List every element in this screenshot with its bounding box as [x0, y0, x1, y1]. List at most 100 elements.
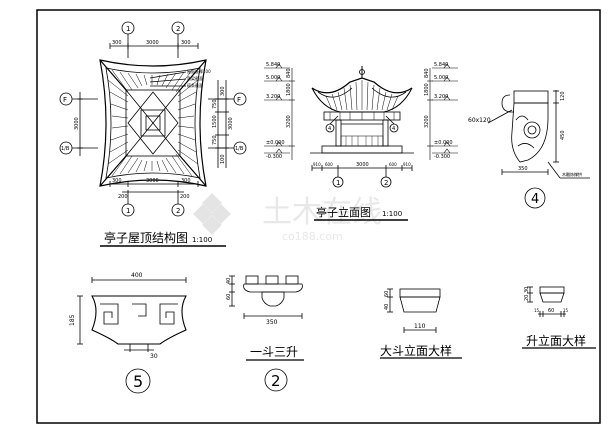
detail-4-width: 350 — [518, 166, 528, 172]
detail-4-section: 60x120 — [468, 117, 491, 124]
dim-top-left: 300 — [112, 40, 122, 46]
dadou-h1: 60 — [384, 291, 390, 297]
detail-4 — [487, 90, 590, 209]
detail-5-text: 400 185 30 5 — [69, 272, 158, 391]
lv-top-left: 5.840 — [266, 62, 280, 68]
dadou-detail — [380, 288, 462, 359]
axis-2-top: 2 — [176, 25, 180, 33]
dim-h3-right: 3200 — [424, 115, 430, 128]
lv-5-right: -0.300 — [434, 154, 450, 160]
callout-4-left: 4 — [328, 126, 331, 132]
detail-5 — [77, 277, 187, 394]
axis-1b-right: 1/B — [235, 146, 244, 152]
dim-h2-right: 1800 — [424, 83, 430, 96]
dim-bottom-right: 300 — [181, 178, 191, 184]
dim-h1-right: 840 — [424, 68, 430, 78]
roof-plan — [59, 21, 247, 247]
dim-h1-left: 840 — [286, 68, 292, 78]
axis-1-bottom: 1 — [126, 207, 130, 215]
dim-h2-left: 1800 — [286, 83, 292, 96]
detail-4-text: 60x120 350 120 450 木雕饰撑拱 4 — [468, 91, 582, 207]
roof-plan-text: 1 2 1 2 F 1/B F 1/B 300 3000 300 300 300… — [61, 25, 244, 245]
axis-1-top: 1 — [126, 25, 130, 33]
dadou-h2: 40 — [384, 304, 390, 310]
dim-w5: 910 — [403, 162, 411, 167]
elevation-scale: 1:100 — [382, 210, 402, 218]
dim-right-d: 300 — [220, 86, 226, 96]
axis-1b-left: 1/B — [61, 146, 70, 152]
lv-3-left: 3.200 — [266, 94, 280, 100]
detail-4-h1: 120 — [560, 91, 566, 101]
axis-1-elev: 1 — [336, 179, 340, 187]
sheng-w3: 15 — [563, 308, 569, 313]
axis-f-right: F — [237, 96, 241, 104]
elevation — [264, 63, 458, 221]
sheng-h2: 20 — [524, 295, 530, 301]
dim-w2: 600 — [325, 162, 333, 167]
dim-w3: 3000 — [356, 162, 369, 168]
sheng-detail — [522, 286, 596, 349]
note-roof-board: 屋面板厚100 — [187, 68, 211, 74]
dim-right-c: 750 — [212, 135, 218, 145]
dim-w1: 910 — [313, 162, 321, 167]
roof-plan-title: 亭子屋顶结构图 — [104, 230, 188, 245]
watermark: 土木在线 co188.com — [193, 193, 382, 243]
note-hip-beam: 角梁截面 — [187, 75, 203, 81]
dim-bottom-left: 300 — [112, 178, 122, 184]
detail-5-label: 5 — [133, 372, 143, 391]
dim-w4: 600 — [389, 162, 397, 167]
dim-bottom-small-right: 200 — [180, 194, 190, 200]
lv-2-left: 5.000 — [266, 75, 280, 81]
lv-4-left: ±0.000 — [266, 140, 285, 146]
detail-5-height: 185 — [69, 314, 76, 326]
detail-4-label: 4 — [531, 192, 539, 207]
lv-2-right: 5.000 — [434, 75, 448, 81]
yidou-width: 350 — [266, 319, 278, 326]
yidou-text: 40 60 350 一斗三升 2 — [226, 278, 298, 390]
note-purlin: 檩条截面 — [187, 82, 203, 88]
elevation-text: 5.840 5.000 3.200 ±0.000 -0.300 5.840 5.… — [266, 62, 453, 219]
sheng-title: 升立面大样 — [526, 333, 586, 348]
lv-5-left: -0.300 — [266, 154, 282, 160]
axis-2-bottom: 2 — [176, 207, 180, 215]
detail-5-width: 400 — [131, 272, 143, 279]
sheng-h1: 30 — [524, 287, 530, 293]
dim-right-a: 750 — [212, 99, 218, 109]
dim-right-e: 100 — [220, 154, 226, 164]
watermark-main: 土木在线 — [262, 195, 382, 230]
detail-4-h2: 450 — [560, 130, 566, 140]
dim-right-side: 3000 — [228, 117, 234, 130]
sheng-text: 30 20 15 60 15 升立面大样 — [524, 287, 586, 348]
callout-4-right: 4 — [392, 126, 395, 132]
axis-2-elev: 2 — [384, 179, 388, 187]
dim-top-right: 300 — [181, 40, 191, 46]
lv-3-right: 3.200 — [434, 94, 448, 100]
dim-left-side: 3000 — [74, 117, 80, 130]
dim-bottom-small-left: 200 — [118, 194, 128, 200]
detail-2-label: 2 — [271, 372, 281, 390]
sheng-w1: 15 — [534, 308, 540, 313]
detail-5-bottom: 30 — [150, 353, 158, 360]
detail-4-note: 木雕饰撑拱 — [562, 171, 582, 177]
elevation-title: 亭子立面图 — [316, 205, 371, 219]
dadou-width: 110 — [414, 323, 426, 330]
yidou-title: 一斗三升 — [250, 345, 298, 359]
axis-f-left: F — [63, 96, 67, 104]
watermark-sub: co188.com — [282, 230, 343, 243]
yidou-h1: 40 — [226, 278, 232, 284]
yidou-h2: 60 — [226, 294, 232, 300]
yidou-sansheng — [229, 275, 304, 392]
dadou-text: 60 40 110 大斗立面大样 — [380, 291, 452, 358]
sheng-w2: 60 — [548, 308, 554, 314]
drawing-frame — [36, 9, 601, 424]
dim-h3-left: 3200 — [286, 115, 292, 128]
dadou-title: 大斗立面大样 — [380, 343, 452, 358]
lv-top-right: 5.840 — [434, 62, 448, 68]
lv-4-right: ±0.000 — [434, 140, 453, 146]
dim-bottom-mid: 3000 — [146, 178, 159, 184]
dim-top-mid: 3000 — [146, 40, 159, 46]
roof-plan-scale: 1:100 — [192, 236, 212, 244]
dim-right-b: 1500 — [212, 115, 218, 128]
